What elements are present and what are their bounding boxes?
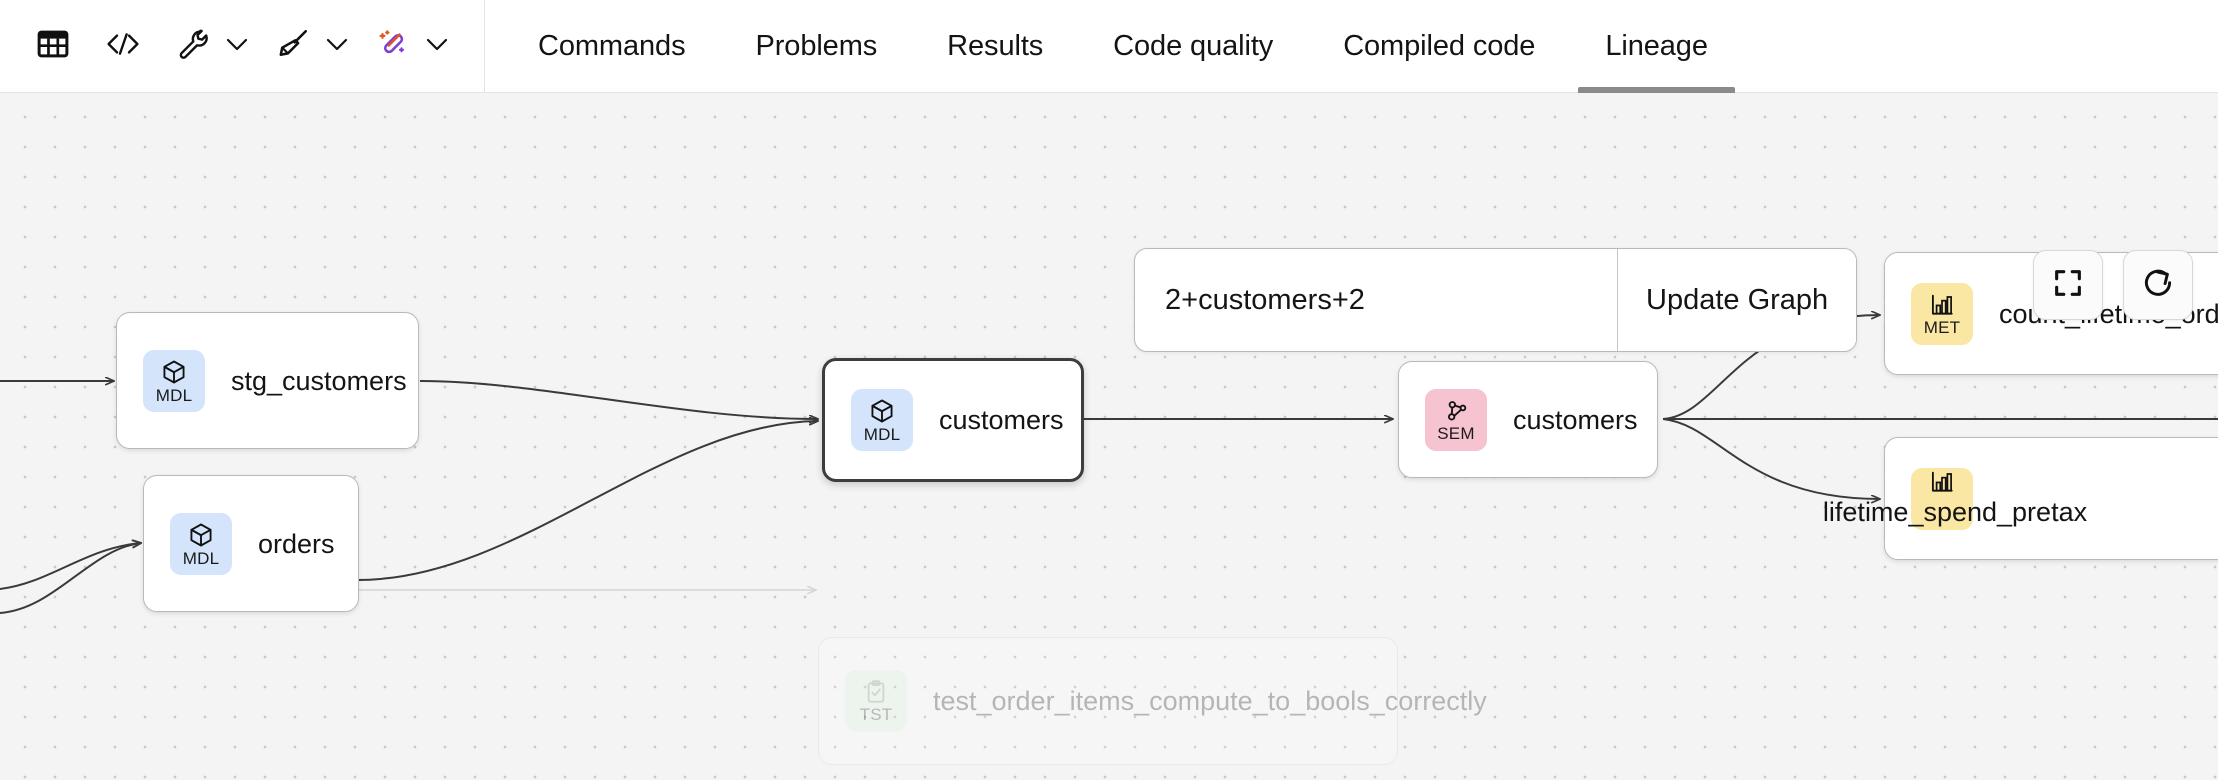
lineage-node-customers-mdl[interactable]: MDL customers <box>822 358 1084 482</box>
magic-wand-tool-pair <box>366 19 464 73</box>
fit-to-view-button[interactable] <box>2033 250 2103 320</box>
tab-commands[interactable]: Commands <box>503 0 720 93</box>
node-type-badge-mdl: MDL <box>851 389 913 451</box>
fit-to-view-icon <box>2051 266 2085 305</box>
badge-label: MET <box>1923 317 1961 337</box>
tab-label: Lineage <box>1605 29 1708 62</box>
node-type-badge-mdl: MDL <box>143 349 205 412</box>
refresh-graph-button[interactable] <box>2123 250 2193 320</box>
wrench-dropdown-chevron[interactable] <box>220 21 254 71</box>
node-label: customers <box>939 405 1064 435</box>
bar-chart-icon <box>1928 292 1956 318</box>
wrench-tool-pair <box>166 19 264 73</box>
node-label: customers <box>1513 404 1638 435</box>
lineage-node-lifetime-spend-pretax[interactable]: lifetime_spend_pretax <box>1823 437 2218 560</box>
lineage-node-customers-sem[interactable]: SEM customers <box>1398 361 1658 478</box>
tab-code-quality[interactable]: Code quality <box>1078 0 1308 93</box>
tab-label: Code quality <box>1113 29 1274 62</box>
tab-label: Commands <box>538 29 686 62</box>
badge-label: MDL <box>155 385 193 405</box>
update-graph-button[interactable]: Update Graph <box>1617 249 1857 351</box>
node-label: stg_customers <box>231 365 407 396</box>
broom-dropdown-chevron[interactable] <box>320 21 354 71</box>
tool-icon-group <box>0 0 485 93</box>
magic-wand-button[interactable] <box>366 19 420 73</box>
graph-control-buttons <box>2033 250 2193 320</box>
magic-wand-icon <box>376 27 410 66</box>
lineage-search-bar: Update Graph <box>1134 248 1858 352</box>
cube-icon <box>187 521 215 549</box>
cube-icon <box>868 397 896 425</box>
magic-wand-dropdown-chevron[interactable] <box>420 21 454 71</box>
tab-bar: Commands Problems Results Code quality C… <box>503 0 1743 93</box>
broom-button[interactable] <box>266 19 320 73</box>
code-view-icon <box>105 29 141 64</box>
bar-chart-icon <box>1928 469 1956 495</box>
lineage-canvas[interactable]: MDL stg_customers MDL orders <box>0 93 2218 780</box>
broom-tool-pair <box>266 19 364 73</box>
badge-label: TST <box>859 705 893 724</box>
tab-label: Results <box>947 29 1044 62</box>
node-label: test_order_items_compute_to_bools_correc… <box>933 686 1487 716</box>
lineage-node-orders[interactable]: MDL orders <box>143 475 359 612</box>
table-view-icon <box>36 27 70 66</box>
tab-label: Problems <box>755 29 878 62</box>
badge-label: MDL <box>863 425 901 444</box>
tab-results[interactable]: Results <box>912 0 1078 93</box>
tab-compiled-code[interactable]: Compiled code <box>1308 0 1570 93</box>
node-type-badge-met: lifetime_spend_pretax <box>1823 467 2087 530</box>
graph-nodes-icon <box>1442 398 1470 424</box>
table-view-button[interactable] <box>26 19 80 73</box>
wrench-button[interactable] <box>166 19 220 73</box>
badge-label: SEM <box>1437 423 1475 443</box>
chevron-down-icon <box>325 36 349 57</box>
node-type-badge-tst: TST <box>845 670 907 732</box>
node-label: lifetime_spend_pretax <box>1822 496 2088 527</box>
tab-label: Compiled code <box>1343 29 1536 62</box>
refresh-icon <box>2141 266 2175 305</box>
cube-icon <box>160 358 188 386</box>
node-label: orders <box>258 528 335 559</box>
node-type-badge-met: MET <box>1911 282 1973 345</box>
clipboard-check-icon <box>863 679 889 705</box>
lineage-edges <box>0 93 2218 614</box>
lineage-node-stg-customers[interactable]: MDL stg_customers <box>116 312 419 449</box>
chevron-down-icon <box>425 36 449 57</box>
tab-problems[interactable]: Problems <box>720 0 912 93</box>
wrench-icon <box>176 27 210 66</box>
tab-lineage[interactable]: Lineage <box>1570 0 1743 93</box>
lineage-search-input[interactable] <box>1135 249 1617 351</box>
lineage-node-test-order-items[interactable]: TST test_order_items_compute_to_bools_co… <box>818 637 1487 765</box>
badge-label: MDL <box>182 548 220 568</box>
broom-icon <box>276 27 310 66</box>
node-type-badge-sem: SEM <box>1425 388 1487 451</box>
chevron-down-icon <box>225 36 249 57</box>
code-view-button[interactable] <box>96 19 150 73</box>
node-type-badge-mdl: MDL <box>170 512 232 575</box>
top-toolbar: Commands Problems Results Code quality C… <box>0 0 2218 93</box>
